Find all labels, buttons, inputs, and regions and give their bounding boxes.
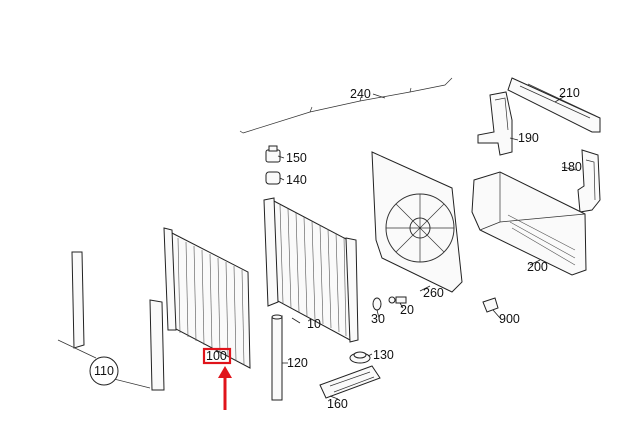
label-20: 20	[400, 303, 414, 317]
label-150: 150	[286, 151, 307, 165]
part-110-bracket[interactable]	[57, 251, 165, 391]
label-200: 200	[527, 260, 548, 274]
part-160-panel[interactable]	[319, 365, 381, 399]
part-140-cap[interactable]	[265, 171, 281, 185]
part-200-air-duct[interactable]	[471, 171, 587, 276]
part-900-clip[interactable]	[482, 297, 499, 313]
label-100: 100	[206, 349, 227, 363]
part-210-air-guide[interactable]	[507, 77, 601, 133]
label-120: 120	[287, 356, 308, 370]
label-260: 260	[423, 286, 444, 300]
part-260-fan-shroud[interactable]	[371, 151, 463, 293]
red-arrow-icon	[218, 366, 232, 378]
label-900: 900	[499, 312, 520, 326]
part-10-radiator[interactable]	[263, 197, 359, 343]
label-190: 190	[518, 131, 539, 145]
label-10: 10	[307, 317, 321, 331]
label-210: 210	[559, 86, 580, 100]
part-130-cap[interactable]	[349, 351, 371, 364]
part-150-cap[interactable]	[265, 145, 281, 163]
part-100-condenser[interactable]	[163, 227, 251, 369]
label-140: 140	[286, 173, 307, 187]
leader-lines	[277, 93, 577, 400]
part-labels: 240 210 190 180 150 140 200 260 900 30 2…	[286, 86, 582, 411]
label-160: 160	[327, 397, 348, 411]
label-240: 240	[350, 87, 371, 101]
part-120-pipe[interactable]	[271, 314, 283, 401]
part-240-cable[interactable]	[239, 77, 453, 134]
part-30-clip[interactable]	[372, 297, 382, 311]
part-20-screw[interactable]	[388, 296, 407, 304]
label-30: 30	[371, 312, 385, 326]
label-130: 130	[373, 348, 394, 362]
label-110: 110	[94, 364, 114, 378]
label-180: 180	[561, 160, 582, 174]
label-110-circle[interactable]: 110	[89, 356, 119, 386]
label-100-highlight[interactable]: 100	[202, 347, 232, 410]
part-190-bracket[interactable]	[477, 91, 513, 156]
part-180-bracket[interactable]	[577, 149, 601, 213]
